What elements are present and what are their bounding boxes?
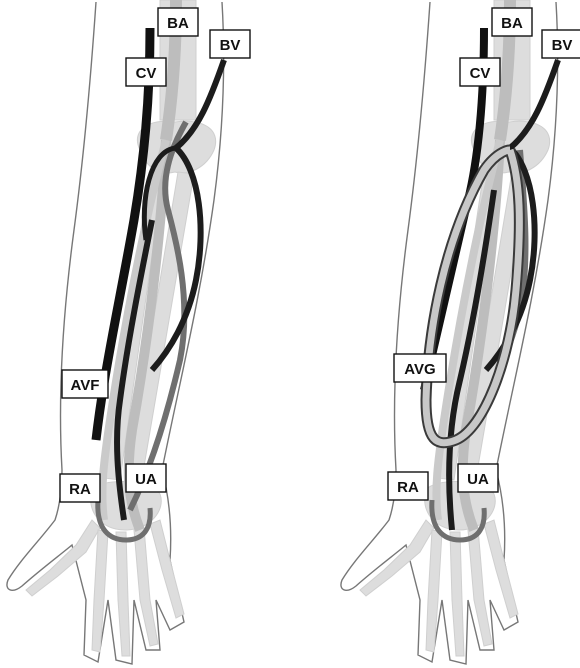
finger-bones-2	[450, 532, 464, 656]
label-ua-text: UA	[135, 471, 157, 488]
thumb-bones	[26, 520, 100, 596]
label-ra-text: RA	[69, 481, 91, 498]
label-bv: BV	[210, 30, 250, 58]
label-ra: RA	[60, 474, 100, 502]
finger-bones-4	[484, 520, 518, 618]
label-bv-text: BV	[552, 37, 573, 54]
bones	[360, 0, 550, 656]
label-ra: RA	[388, 472, 428, 500]
label-ua: UA	[126, 464, 166, 492]
label-bv: BV	[542, 30, 580, 58]
label-avg: AVG	[394, 354, 446, 382]
finger-bones-2	[116, 532, 130, 656]
label-bv-text: BV	[220, 37, 241, 54]
bones	[26, 0, 216, 656]
label-cv-text: CV	[136, 65, 157, 82]
label-ba: BA	[158, 8, 198, 36]
thumb-bones	[360, 520, 434, 596]
label-ra-text: RA	[397, 479, 419, 496]
label-cv: CV	[460, 58, 500, 86]
label-ua-text: UA	[467, 471, 489, 488]
label-avf-text: AVF	[71, 377, 100, 394]
finger-bones-4	[150, 520, 184, 618]
panel-fistula: BA BV CV AVF RA UA	[7, 0, 250, 664]
panel-graft: BA BV CV AVG RA UA	[341, 0, 580, 664]
label-cv-text: CV	[470, 65, 491, 82]
label-ba: BA	[492, 8, 532, 36]
finger-bones-3	[134, 528, 158, 646]
finger-bones-1	[92, 530, 108, 652]
label-ba-text: BA	[167, 15, 189, 32]
finger-bones-1	[426, 530, 442, 652]
finger-bones-3	[468, 528, 492, 646]
label-avf: AVF	[62, 370, 108, 398]
label-avg-text: AVG	[404, 361, 435, 378]
label-cv: CV	[126, 58, 166, 86]
label-ba-text: BA	[501, 15, 523, 32]
label-ua: UA	[458, 464, 498, 492]
